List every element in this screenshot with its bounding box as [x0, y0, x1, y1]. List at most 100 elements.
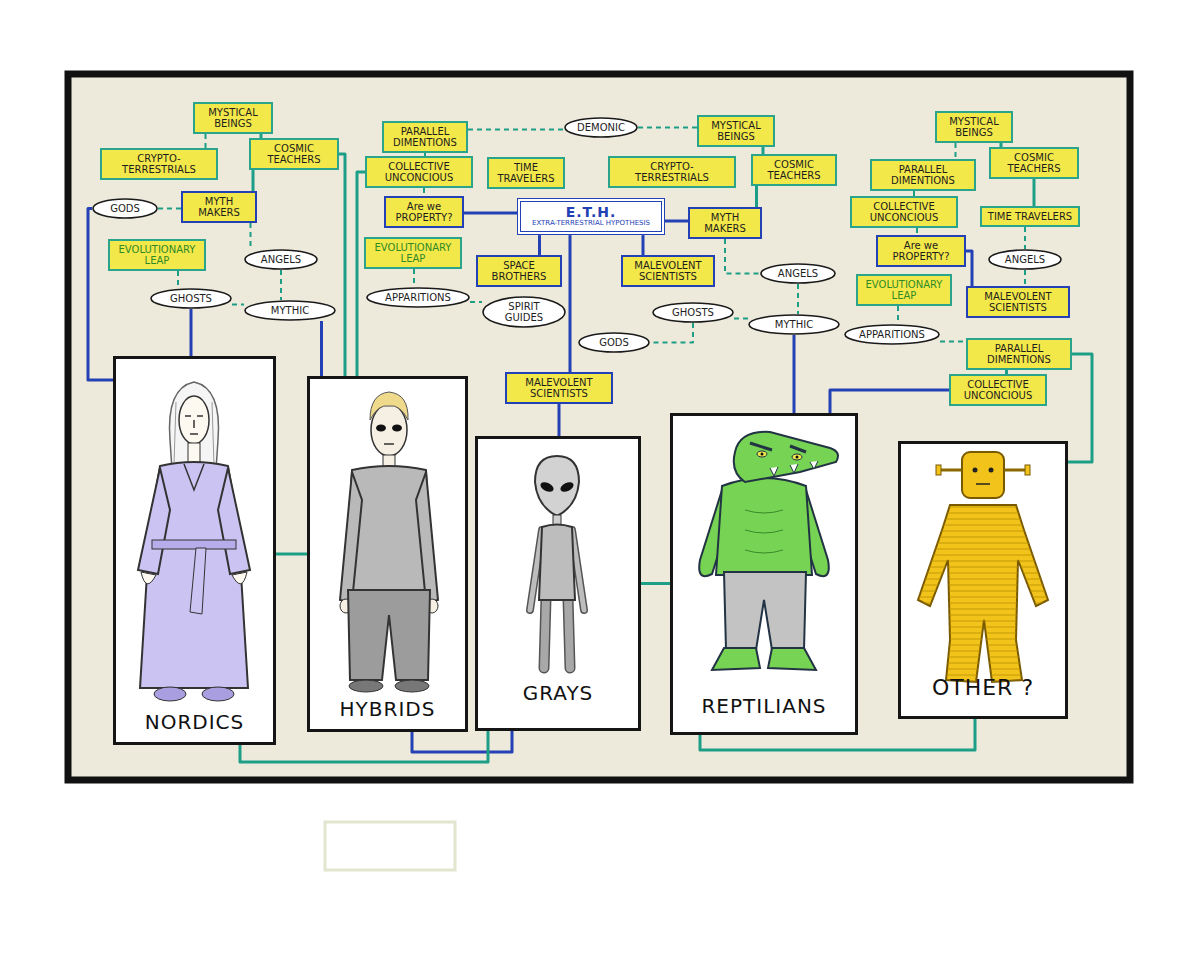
- connector-line: [240, 731, 488, 762]
- concept-box: COSMIC TEACHERS: [989, 147, 1079, 179]
- gray-figure-part: [559, 480, 575, 493]
- other-figure-part: [989, 468, 994, 473]
- hybrid-figure: [307, 376, 468, 732]
- connector-line: [538, 235, 541, 255]
- concept-box: PARALLEL DIMENTIONS: [966, 338, 1072, 370]
- reptilian-figure-part: [750, 443, 806, 452]
- connector-line: [1068, 354, 1092, 462]
- node-label: MYTHIC: [760, 319, 828, 330]
- other-figure-part: [973, 468, 978, 473]
- node-label: APPARITIONS: [378, 292, 458, 303]
- oval-outline: [367, 288, 469, 307]
- node-label: MALEVOLENT SCIENTISTS: [628, 260, 708, 282]
- reptilian-figure-part: [796, 456, 799, 459]
- oval-outline: [761, 264, 835, 283]
- connector-line: [1033, 179, 1036, 206]
- connector-line: [276, 553, 307, 556]
- concept-box: COLLECTIVE UNCONCIOUS: [850, 196, 958, 228]
- node-label: EVOLUTIONARY LEAP: [371, 242, 455, 264]
- concept-oval: ANGELS: [988, 249, 1062, 270]
- gray-figure: [475, 436, 641, 731]
- reptilian-figure-part: [734, 432, 838, 482]
- nordic-figure-part: [138, 468, 170, 574]
- oval-outline: [483, 297, 565, 327]
- connector-line: [252, 170, 255, 191]
- concept-box: MYSTICAL BEINGS: [935, 111, 1013, 143]
- reptilian-figure-part: [724, 572, 806, 650]
- concept-box: MALEVOLENT SCIENTISTS: [966, 286, 1070, 318]
- node-label: DEMONIC: [576, 122, 626, 133]
- gray-figure-part: [539, 480, 555, 493]
- node-label: ANGELS: [256, 254, 306, 265]
- node-label: MYSTICAL BEINGS: [942, 116, 1006, 138]
- reptilian-figure-part: [761, 453, 764, 456]
- concept-oval: GODS: [92, 198, 158, 219]
- node-label: MYSTICAL BEINGS: [200, 107, 266, 129]
- hybrid-figure-part: [349, 680, 383, 692]
- concept-oval: GODS: [578, 332, 650, 353]
- nordic-figure: [113, 356, 276, 745]
- node-label: ANGELS: [772, 268, 824, 279]
- connector-line: [569, 235, 572, 372]
- connector-line: [797, 284, 799, 314]
- node-label: COLLECTIVE UNCONCIOUS: [956, 379, 1040, 401]
- oval-outline: [989, 250, 1061, 269]
- hypothesis-box: E.T.H.EXTRA-TERRESTRIAL HYPOTHESIS: [517, 198, 665, 235]
- reptilian-figure-part: [770, 461, 818, 476]
- other-figure: [898, 441, 1068, 719]
- hybrid-figure-part: [370, 392, 408, 420]
- concept-oval: GHOSTS: [652, 302, 734, 323]
- node-label: Are we PROPERTY?: [883, 240, 959, 262]
- connector-line: [280, 270, 282, 300]
- node-label: CRYPTO-TERRESTRIALS: [615, 161, 729, 183]
- oval-outline: [245, 301, 335, 320]
- other-figure-part: [1025, 465, 1030, 475]
- concept-box: COSMIC TEACHERS: [249, 138, 339, 170]
- connector-line: [638, 127, 697, 129]
- node-label: GODS: [590, 337, 638, 348]
- nordic-figure-part: [184, 464, 204, 490]
- node-label: PARALLEL DIMENTIONS: [973, 343, 1065, 365]
- connector-line: [940, 341, 966, 343]
- node-label: SPACE BROTHERS: [483, 260, 555, 282]
- connector-line: [158, 208, 181, 210]
- gray-figure-part: [475, 436, 641, 731]
- connector-line: [464, 212, 517, 215]
- hybrid-figure-part: [348, 590, 430, 680]
- connector-line: [665, 220, 688, 223]
- oval-outline: [93, 199, 157, 218]
- nordic-figure-part: [185, 416, 203, 434]
- panel-label: GRAYS: [478, 682, 638, 704]
- hybrid-figure-part: [376, 425, 386, 432]
- hypothesis-title: E.T.H.: [527, 205, 655, 220]
- gray-figure-part: [535, 456, 579, 516]
- node-label: COSMIC TEACHERS: [996, 152, 1072, 174]
- concept-oval: MYTHIC: [748, 314, 840, 335]
- reptilian-figure-part: [792, 454, 802, 460]
- figure-panel: HYBRIDS: [307, 376, 468, 732]
- node-label: MALEVOLENT SCIENTISTS: [512, 377, 606, 399]
- connector-line: [1024, 270, 1026, 286]
- concept-box: COSMIC TEACHERS: [751, 154, 837, 186]
- node-label: SPIRIT GUIDES: [494, 301, 554, 323]
- concept-box: MALEVOLENT SCIENTISTS: [505, 372, 613, 404]
- connector-line: [650, 323, 693, 343]
- concept-box: TIME TRAVELERS: [980, 206, 1080, 227]
- hybrid-figure-part: [392, 425, 402, 432]
- frame-part: [325, 822, 455, 870]
- concept-box: CRYPTO-TERRESTRIALS: [608, 156, 736, 188]
- connector-line: [88, 209, 113, 381]
- nordic-figure-part: [188, 443, 200, 463]
- concept-box: PARALLEL DIMENTIONS: [870, 159, 976, 191]
- concept-box: COLLECTIVE UNCONCIOUS: [365, 156, 473, 188]
- hybrid-figure-part: [384, 443, 394, 445]
- concept-box: EVOLUTIONARY LEAP: [108, 239, 206, 271]
- reptilian-figure-part: [745, 510, 783, 553]
- concept-oval: GHOSTS: [150, 288, 232, 309]
- concept-oval: APPARITIONS: [844, 324, 940, 345]
- concept-box: CRYPTO-TERRESTRIALS: [100, 148, 218, 180]
- node-label: MYTH MAKERS: [695, 212, 755, 234]
- node-label: TIME TRAVELERS: [494, 162, 558, 184]
- oval-outline: [151, 289, 231, 308]
